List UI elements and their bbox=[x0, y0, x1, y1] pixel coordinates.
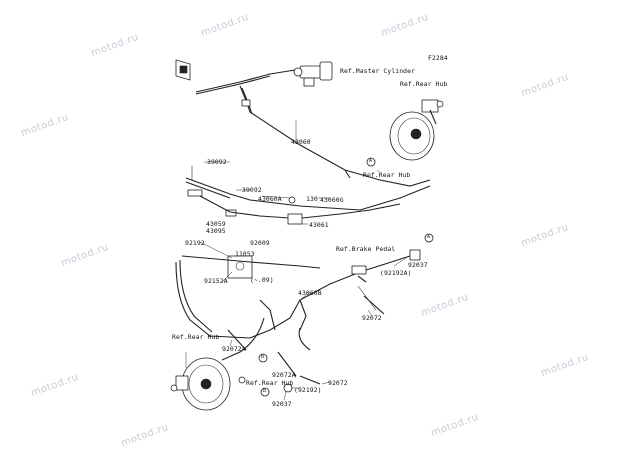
marker-b-bottom-letter: B bbox=[263, 388, 267, 394]
leader-lines bbox=[185, 120, 407, 401]
bracket-92009 bbox=[227, 255, 253, 279]
part-number: 43095 bbox=[206, 227, 226, 235]
part-number: 130 bbox=[306, 195, 318, 203]
part-number: 43059 bbox=[206, 220, 226, 228]
part-number: 43060B bbox=[298, 289, 322, 297]
marker-a-right bbox=[424, 233, 434, 243]
part-number: 11053 bbox=[235, 250, 255, 258]
ref-master-cylinder-label: Ref.Master Cylinder bbox=[340, 67, 416, 75]
marker-a-right-letter: A bbox=[427, 234, 431, 240]
rear-hub-drum-top bbox=[389, 99, 444, 161]
brake-line-43060 bbox=[195, 69, 431, 187]
ref-brake-pedal-label: Ref.Brake Pedal bbox=[336, 245, 396, 253]
brake-pedal-rod bbox=[357, 275, 385, 315]
front-direction-icon bbox=[175, 59, 191, 81]
brake-line-43060a bbox=[185, 166, 431, 225]
part-number: 39092 bbox=[207, 158, 227, 166]
part-number: 43061 bbox=[309, 221, 329, 229]
diagram-code: F2284 bbox=[428, 54, 448, 62]
master-cylinder bbox=[293, 61, 333, 87]
part-number: 92072A bbox=[272, 371, 296, 379]
part-number: 92037 bbox=[408, 261, 428, 269]
brake-cable-lower bbox=[175, 249, 421, 361]
part-number: (~.09) bbox=[250, 276, 274, 284]
marker-b-mid bbox=[258, 353, 268, 363]
part-number: 92072A bbox=[222, 345, 246, 353]
marker-b-bottom bbox=[260, 387, 270, 397]
part-number: 92152A bbox=[204, 277, 228, 285]
bolt-92072a bbox=[227, 196, 321, 393]
part-number: 43060G bbox=[320, 196, 344, 204]
ref-rear-hub-mid-label: Ref.Rear Hub bbox=[363, 171, 411, 179]
ref-rear-hub-bottom-label: Ref.Rear Hub bbox=[246, 379, 294, 387]
marker-b-mid-letter: B bbox=[261, 354, 265, 360]
part-number: (92192) bbox=[294, 386, 322, 394]
part-number: 39092 bbox=[242, 186, 262, 194]
part-number: (92192A) bbox=[380, 269, 412, 277]
part-number: 92037 bbox=[272, 400, 292, 408]
part-number: 92192 bbox=[185, 239, 205, 247]
ref-rear-hub-left-label: Ref.Rear Hub bbox=[172, 333, 220, 341]
part-number: 92009 bbox=[250, 239, 270, 247]
marker-a-top bbox=[366, 157, 376, 167]
part-number: 43060A bbox=[258, 195, 282, 203]
marker-a-top-letter: A bbox=[369, 158, 373, 164]
part-number: 92072 bbox=[328, 379, 348, 387]
ref-rear-hub-top-label: Ref.Rear Hub bbox=[400, 80, 448, 88]
part-number: 92072 bbox=[362, 314, 382, 322]
rear-hub-drum-bottom bbox=[170, 357, 231, 411]
part-number: 43060 bbox=[291, 138, 311, 146]
